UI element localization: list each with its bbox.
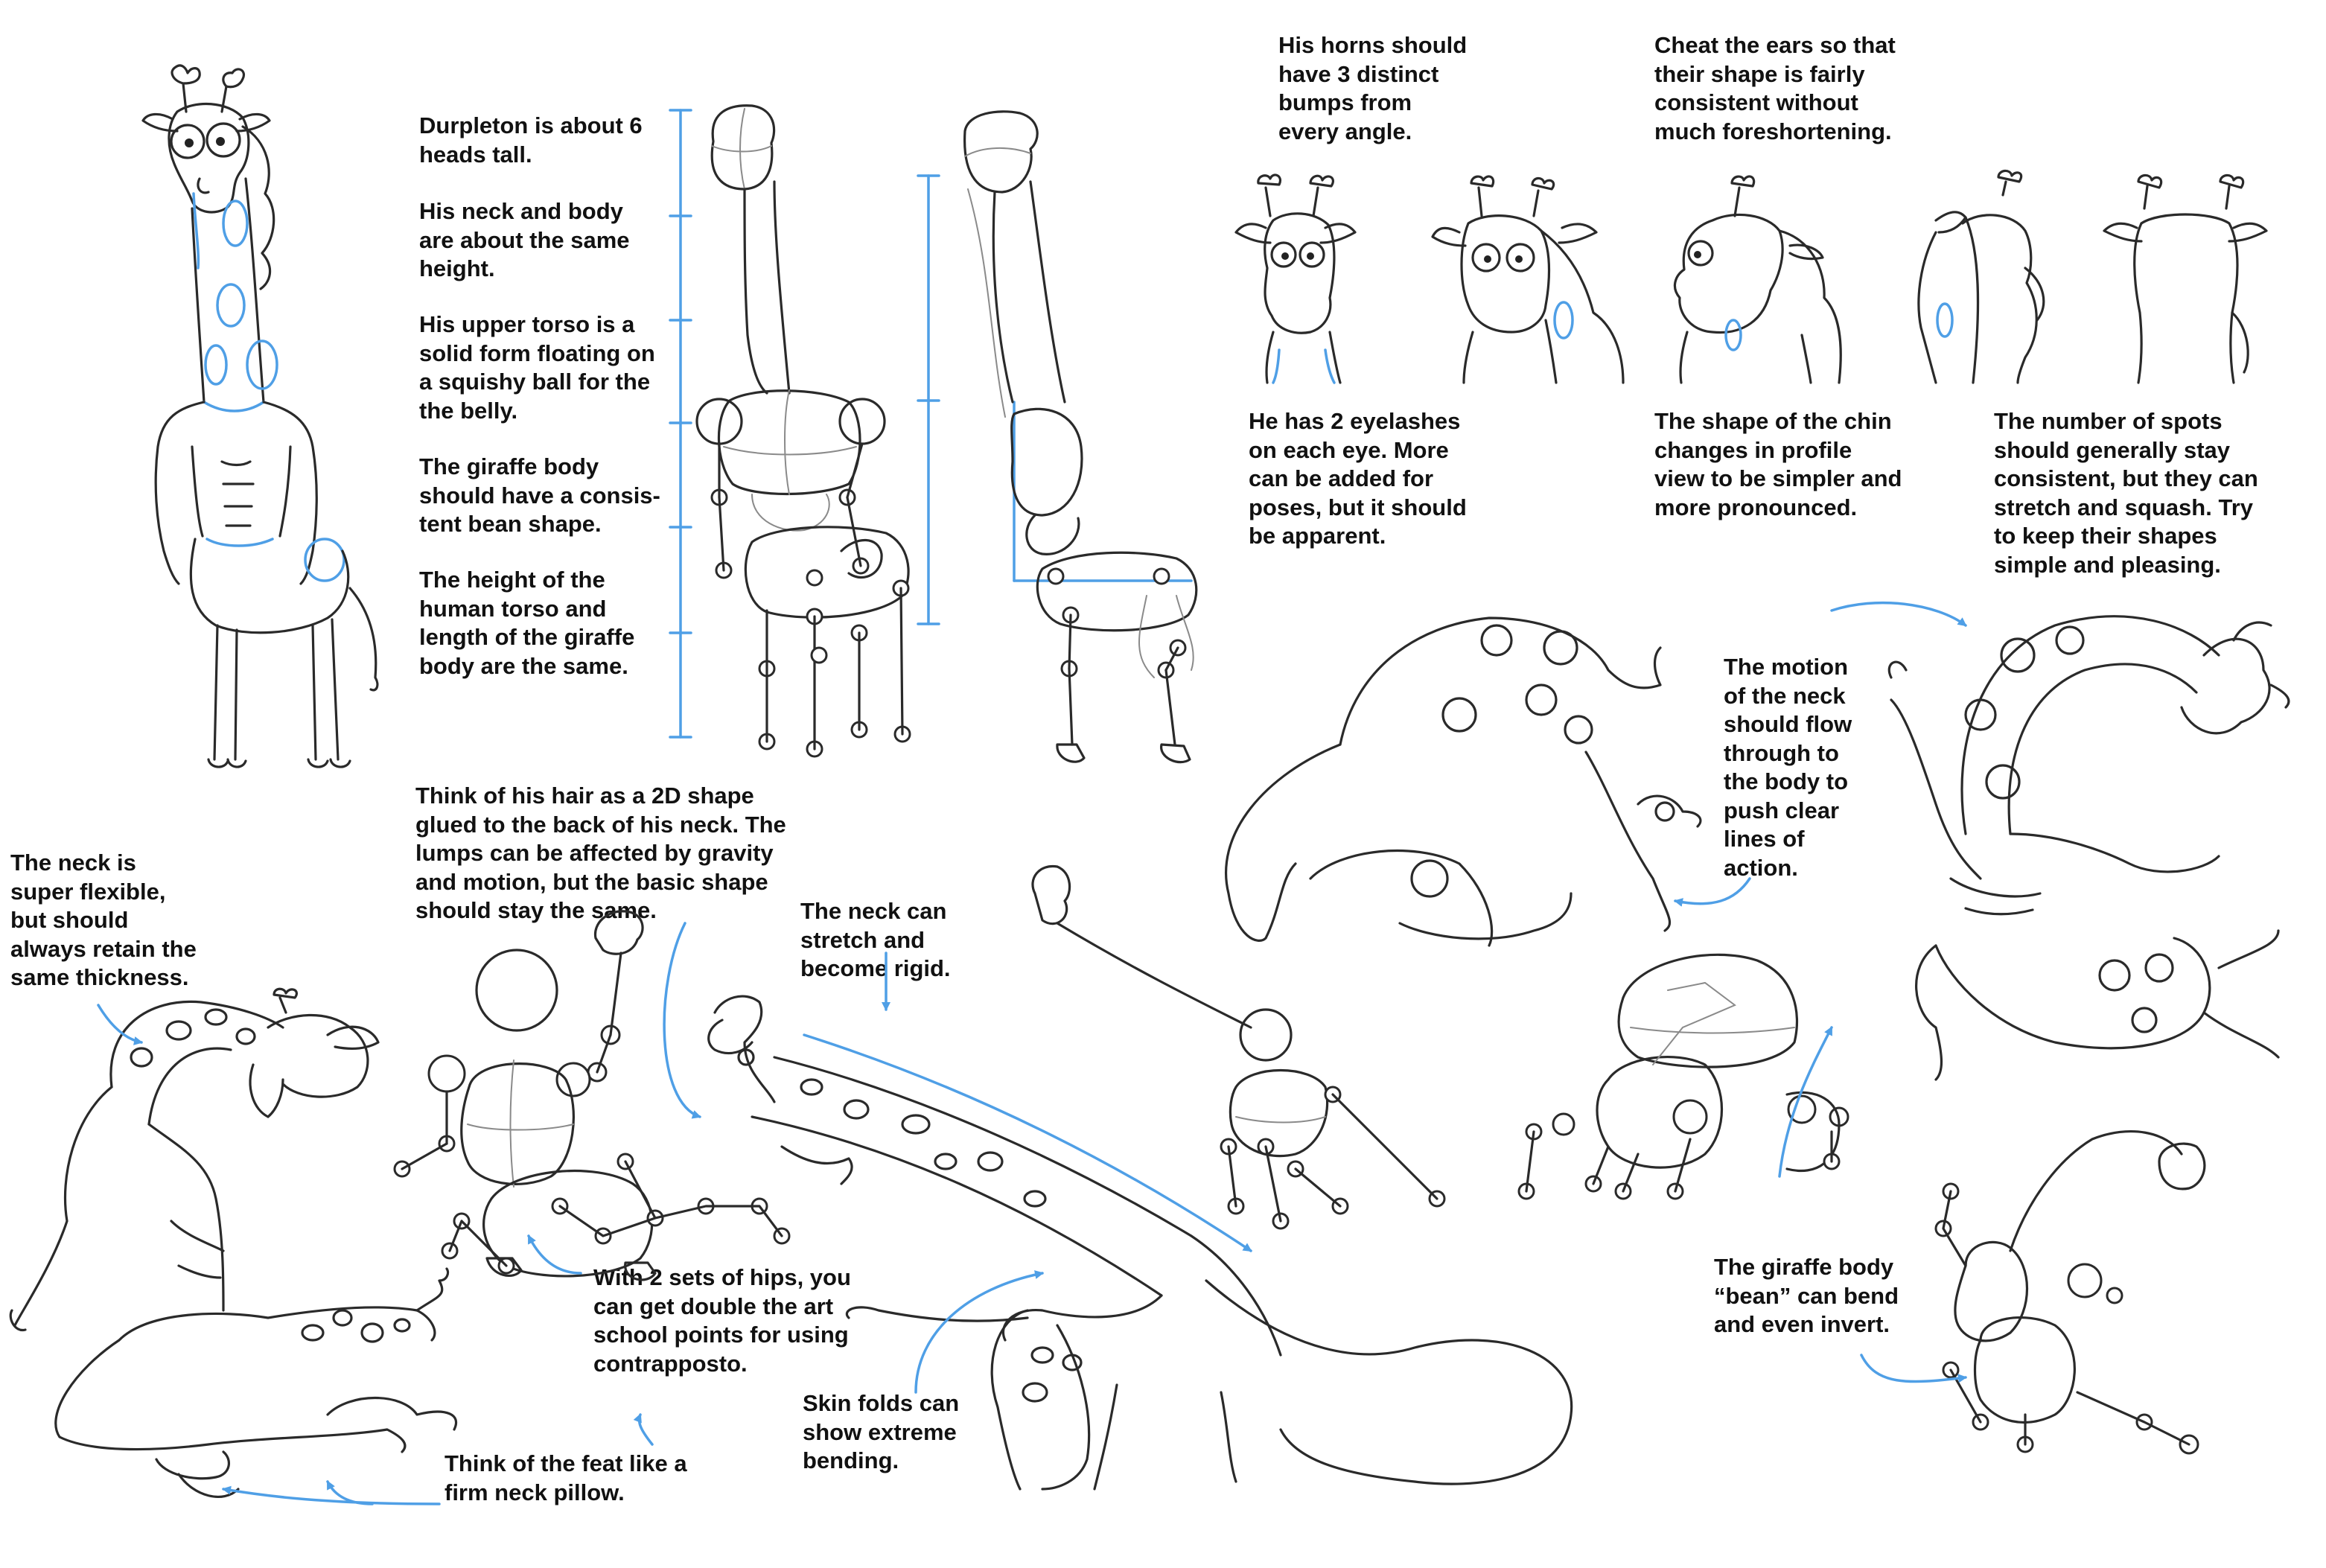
stretched-neck-pose (707, 995, 1573, 1491)
note-heads-tall: Durpleton is about 6 heads tall. (419, 112, 643, 168)
construction-pose-bottom (393, 910, 791, 1281)
note-ears: Cheat the ears so that their shape is fa… (1654, 32, 1896, 144)
note-neck-body: His neck and body are about the same hei… (419, 198, 630, 281)
note-torso-height: The height of the human torso and length… (419, 567, 635, 679)
note-skin-folds: Skin folds can show extreme bending. (803, 1390, 960, 1473)
note-hair: Think of his hair as a 2D shape glued to… (415, 783, 786, 923)
note-spots: The number of spots should generally sta… (1994, 408, 2258, 578)
reclining-pose (9, 987, 458, 1498)
note-eyelashes: He has 2 eyelashes on each eye. More can… (1249, 408, 1467, 549)
note-neck-motion: The motion of the neck should flow throu… (1724, 654, 1852, 881)
construction-pose-center (1031, 864, 1446, 1230)
spiral-pose (1887, 615, 2290, 1081)
note-neck-flexible: The neck is super flexible, but should a… (10, 850, 197, 990)
note-horns: His horns should have 3 distinct bumps f… (1278, 32, 1468, 144)
crouching-pose (1224, 616, 1702, 947)
construction-pose-right (1517, 953, 1849, 1200)
head-turnaround (1234, 169, 2268, 384)
note-chin: The shape of the chin changes in profile… (1654, 408, 1902, 520)
note-neck-stretch: The neck can stretch and become rigid. (800, 898, 951, 981)
construction-front (695, 104, 911, 758)
note-hips: With 2 sets of hips, you can get double … (593, 1264, 851, 1377)
standing-front-figure (141, 64, 379, 768)
construction-pose-small (1934, 1130, 2206, 1455)
construction-side (963, 110, 1198, 764)
height-guides (669, 109, 1193, 739)
note-bean-shape: The giraffe body should have a consis- t… (419, 453, 660, 537)
note-upper-torso: His upper torso is a solid form floating… (419, 311, 655, 424)
note-feet: Think of the feat like a firm neck pillo… (445, 1450, 687, 1505)
note-body-bean: The giraffe body “bean” can bend and eve… (1714, 1254, 1899, 1337)
annotation-arrows (97, 601, 1967, 1505)
